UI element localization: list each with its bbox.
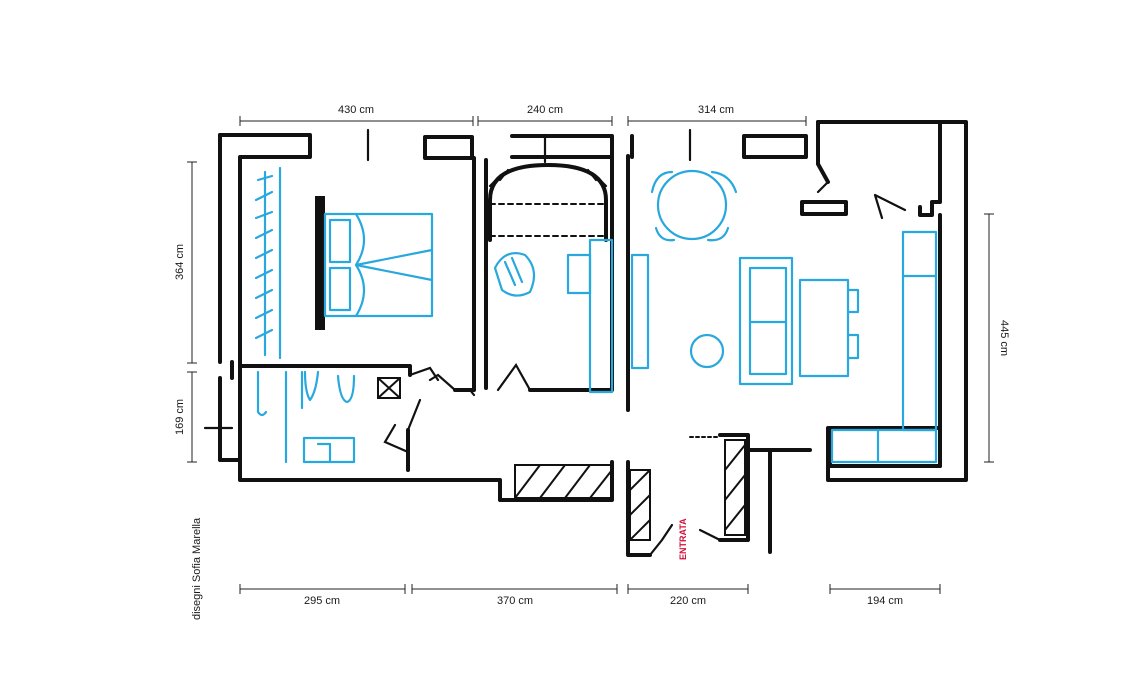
- dim-top-1-label: 430 cm: [338, 104, 374, 116]
- wall-top-living: [630, 134, 808, 159]
- sofa: [738, 256, 794, 386]
- study-desk: [566, 238, 650, 394]
- wall-top-bedroom-2: [423, 135, 474, 160]
- dim-bottom-3-label: 220 cm: [670, 595, 706, 607]
- dim-right-1: 445 cm: [984, 213, 1010, 463]
- living-table: [798, 278, 860, 378]
- dim-bottom-4-label: 194 cm: [867, 595, 903, 607]
- furniture: [254, 163, 938, 464]
- shelf-corridor-1: [514, 464, 613, 499]
- dim-left-2: 169 cm: [174, 371, 197, 463]
- study-arch: [488, 163, 608, 242]
- dimension-lines: 430 cm 240 cm 314 cm 295 cm 370 cm: [174, 104, 1010, 607]
- entrance-label: ENTRATA: [678, 518, 688, 560]
- wall-bedroom-right: [453, 156, 476, 392]
- shelf-bath: [377, 377, 401, 399]
- dim-right-1-label: 445 cm: [998, 320, 1010, 356]
- study-armchair: [493, 252, 536, 297]
- dim-left-1: 364 cm: [174, 161, 197, 364]
- wall-living-bottom: [768, 426, 942, 452]
- double-bed: [315, 196, 434, 330]
- dim-top-1: 430 cm: [239, 104, 474, 126]
- dim-left-2-label: 169 cm: [174, 399, 186, 435]
- walls: [218, 120, 968, 557]
- credit-label: disegni Sofia Marella: [191, 517, 203, 620]
- wall-study-right: [528, 156, 614, 392]
- dim-left-1-label: 364 cm: [174, 244, 186, 280]
- dim-top-3: 314 cm: [627, 104, 807, 126]
- door-entrance: [648, 523, 722, 557]
- door-bedroom: [428, 373, 476, 397]
- dim-top-2: 240 cm: [477, 104, 613, 126]
- door-study: [496, 362, 532, 392]
- wall-top-study: [510, 134, 614, 159]
- wall-entrance-right: [718, 433, 750, 542]
- wall-block-right: [800, 200, 848, 216]
- doors-windows: [203, 128, 907, 557]
- wall-bed-bath: [238, 364, 412, 377]
- dim-bottom-3: 220 cm: [627, 584, 749, 607]
- dim-bottom-1: 295 cm: [239, 584, 406, 607]
- coffee-table: [689, 333, 725, 369]
- dim-bottom-2: 370 cm: [411, 584, 618, 607]
- wall-left: [218, 133, 614, 502]
- wardrobe: [254, 166, 282, 360]
- wall-top-bedroom: [218, 133, 312, 162]
- shelf-entrance: [724, 439, 746, 536]
- kitchen-counter: [830, 230, 938, 464]
- wall-kitchen-bottom: [828, 426, 942, 468]
- dim-bottom-4: 194 cm: [829, 584, 941, 607]
- shelving: [377, 377, 746, 541]
- bathroom-fixtures: [256, 370, 356, 464]
- door-balcony: [816, 180, 907, 220]
- dim-bottom-1-label: 295 cm: [304, 595, 340, 607]
- dim-bottom-2-label: 370 cm: [497, 595, 533, 607]
- wall-entrance-right-2: [746, 448, 772, 554]
- dim-top-2-label: 240 cm: [527, 104, 563, 116]
- dim-top-3-label: 314 cm: [698, 104, 734, 116]
- wall-top-right-inner: [816, 120, 942, 217]
- shelf-corridor-2: [629, 469, 651, 541]
- wall-corridor-bottom: [626, 460, 652, 557]
- dining-table: [650, 169, 738, 242]
